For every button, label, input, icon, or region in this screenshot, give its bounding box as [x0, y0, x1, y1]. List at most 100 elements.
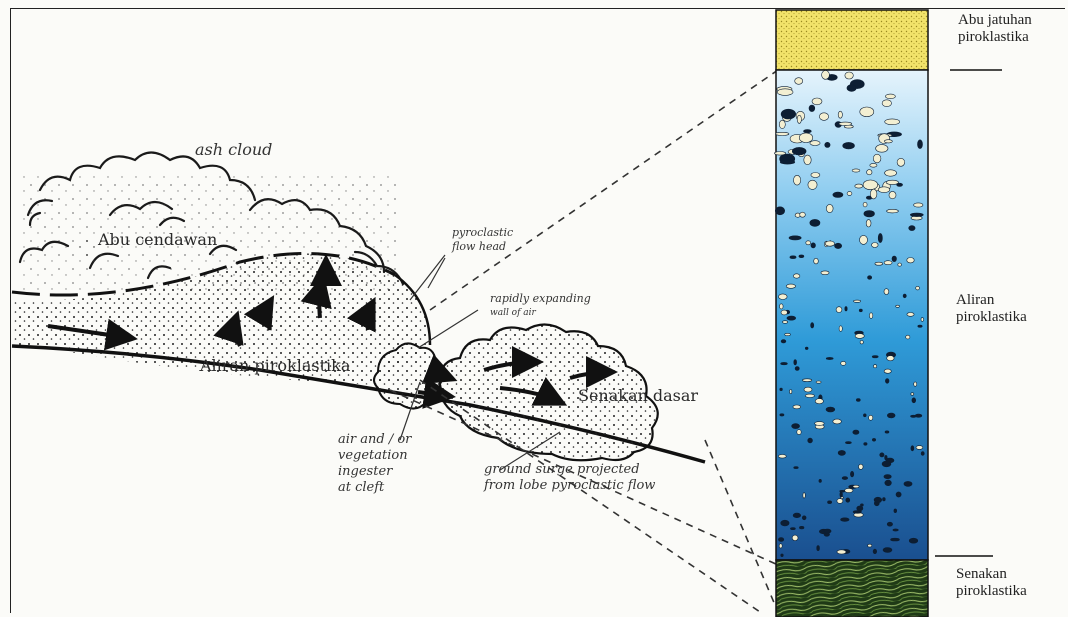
- clast: [793, 513, 801, 518]
- label-rapidly-line1: rapidly expanding: [490, 292, 591, 306]
- clast: [910, 213, 923, 217]
- clast: [884, 475, 891, 479]
- clast: [885, 480, 892, 486]
- clast: [885, 119, 900, 125]
- clast: [835, 243, 842, 248]
- clast: [822, 71, 830, 80]
- clast: [817, 546, 820, 551]
- label-air-ingester: air and / or vegetation ingester at clef…: [338, 432, 411, 496]
- clast: [790, 256, 796, 259]
- clast: [806, 241, 811, 245]
- clast: [843, 142, 855, 149]
- clast: [787, 316, 796, 320]
- strat-column: [774, 10, 928, 617]
- clast: [868, 544, 872, 547]
- clast: [833, 192, 843, 197]
- clast: [857, 506, 863, 511]
- clast: [794, 175, 801, 185]
- clast: [809, 105, 815, 112]
- clast: [845, 72, 853, 79]
- clast: [792, 535, 798, 541]
- clast: [878, 187, 890, 193]
- clast: [799, 526, 804, 529]
- clast: [896, 492, 901, 497]
- clast: [873, 154, 881, 163]
- clast: [909, 538, 918, 543]
- label-ground-line1: ground surge projected: [484, 462, 655, 478]
- clast: [914, 382, 917, 386]
- clast: [860, 107, 874, 117]
- clast: [845, 488, 853, 492]
- clast: [802, 516, 806, 520]
- clast: [894, 509, 897, 513]
- clast: [863, 180, 878, 190]
- clast: [837, 550, 846, 554]
- clast: [846, 498, 850, 502]
- clast: [860, 235, 868, 244]
- label-senakan-dasar: Senakan dasar: [578, 386, 698, 405]
- clast: [887, 413, 895, 418]
- label-abu-cendawan: Abu cendawan: [98, 230, 217, 249]
- clast: [825, 241, 834, 246]
- clast: [778, 538, 783, 542]
- label-air-line4: at cleft: [338, 480, 411, 496]
- clast: [903, 294, 906, 298]
- clast: [907, 258, 914, 263]
- clast: [802, 379, 811, 382]
- clast: [867, 170, 872, 175]
- clast: [898, 263, 902, 266]
- clast: [845, 442, 851, 444]
- clast: [854, 300, 861, 302]
- clast: [883, 548, 892, 553]
- clast: [780, 414, 784, 416]
- clast: [799, 255, 804, 258]
- clast: [815, 399, 823, 404]
- clast: [896, 305, 900, 307]
- clast: [873, 549, 877, 554]
- clast: [860, 341, 863, 344]
- clast: [918, 325, 922, 327]
- clast: [811, 173, 820, 178]
- clast: [911, 415, 917, 417]
- label-aliran-line2: piroklastika: [956, 309, 1027, 326]
- clast: [781, 109, 796, 119]
- clast: [794, 467, 799, 469]
- label-aliran-piroklastika-flow: Aliran piroklastika: [200, 356, 350, 375]
- clast: [833, 419, 842, 424]
- clast: [841, 361, 846, 365]
- clast: [892, 256, 896, 262]
- clast: [872, 243, 879, 248]
- clast: [868, 276, 872, 280]
- label-air-line1: air and / or: [338, 432, 411, 448]
- clast: [793, 274, 800, 278]
- clast: [779, 120, 785, 128]
- label-senakan-line1: Senakan: [956, 566, 1027, 583]
- clast: [840, 492, 843, 497]
- clast: [819, 113, 828, 121]
- clast: [850, 471, 853, 477]
- clast: [863, 202, 867, 207]
- clast: [884, 261, 892, 265]
- label-rapidly-line2: wall of air: [490, 306, 591, 320]
- clast: [874, 497, 882, 503]
- clast: [911, 446, 914, 451]
- label-abu-jatuhan-line1: Abu jatuhan: [958, 12, 1032, 29]
- clast: [911, 393, 914, 396]
- label-ash-cloud: ash cloud: [195, 140, 272, 159]
- label-air-line2: vegetation: [338, 448, 411, 464]
- clast: [783, 321, 788, 324]
- clast: [887, 522, 892, 526]
- clast: [852, 169, 860, 172]
- label-air-line3: ingester: [338, 464, 411, 480]
- clast: [853, 485, 859, 488]
- clast: [866, 220, 871, 227]
- clast: [874, 365, 877, 368]
- clast: [885, 94, 895, 99]
- clast: [804, 130, 812, 133]
- clast: [842, 477, 848, 480]
- clast: [804, 387, 812, 392]
- clast: [855, 184, 863, 188]
- clast: [781, 520, 789, 526]
- clast: [870, 189, 877, 199]
- clast: [786, 284, 795, 288]
